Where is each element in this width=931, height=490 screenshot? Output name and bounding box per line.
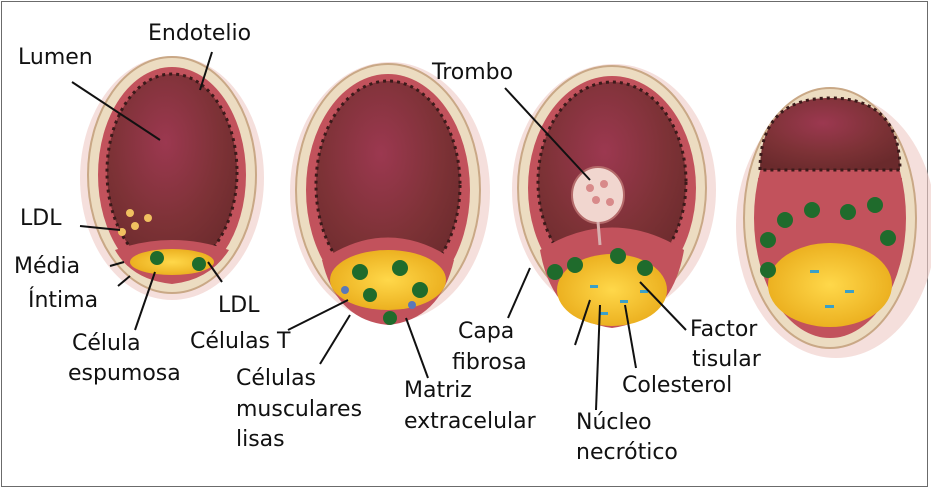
label-necrotico: necrótico <box>576 441 678 465</box>
label-matriz: Matriz <box>404 379 472 403</box>
label-factor: Factor <box>690 318 757 342</box>
label-colesterol: Colesterol <box>622 374 732 398</box>
advanced-plaque <box>768 243 892 327</box>
label-celulas-t: Células T <box>190 330 290 354</box>
label-fibrosa: fibrosa <box>452 351 527 375</box>
label-capa: Capa <box>458 320 514 344</box>
label-espumosa: espumosa <box>68 362 181 386</box>
label-lisas: lisas <box>236 428 285 452</box>
artery-stage-3 <box>512 64 716 328</box>
label-media: Média <box>14 255 80 279</box>
label-nucleo: Núcleo <box>576 411 652 435</box>
artery-stage-1 <box>80 56 264 300</box>
label-ldl-right: LDL <box>218 294 259 318</box>
label-celulas: Células <box>236 367 316 391</box>
label-ldl-left: LDL <box>20 207 61 231</box>
label-musculares: musculares <box>236 398 362 422</box>
label-celula: Célula <box>72 332 141 356</box>
label-extracelular: extracelular <box>404 410 536 434</box>
label-lumen: Lumen <box>18 46 93 70</box>
artery-stage-2 <box>290 62 490 325</box>
label-endotelio: Endotelio <box>148 22 251 46</box>
label-trombo: Trombo <box>432 61 513 85</box>
label-intima: Íntima <box>28 289 98 313</box>
artery-stage-4 <box>736 88 931 358</box>
label-tisular: tisular <box>692 348 761 372</box>
